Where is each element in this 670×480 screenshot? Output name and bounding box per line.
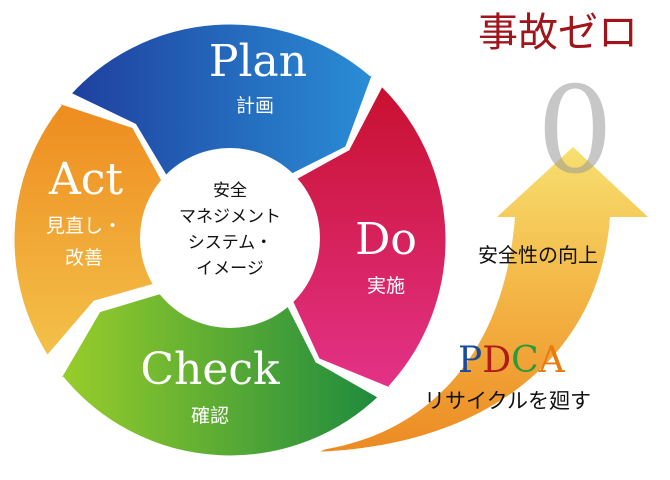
center-line-4: イメージ xyxy=(196,259,264,279)
cycle-segments xyxy=(9,19,451,461)
pdca-word: PDCA xyxy=(458,340,566,381)
center-line-2: マネジメント xyxy=(179,207,281,227)
check-sub: 確認 xyxy=(191,405,229,427)
center-line-3: システム・ xyxy=(188,233,273,253)
goal-title: 事故ゼロ xyxy=(478,10,638,56)
act-label: Act xyxy=(48,154,123,205)
pdca-caption: リサイクルを廻す xyxy=(424,389,591,413)
do-label: Do xyxy=(355,214,417,265)
pdca-p: P xyxy=(458,340,482,381)
act-sub-1: 見直し・ xyxy=(46,215,122,237)
pdca-d: D xyxy=(482,340,511,381)
check-label: Check xyxy=(140,344,280,395)
act-sub-2: 改善 xyxy=(65,247,103,269)
pdca-c: C xyxy=(511,340,539,381)
arrow-text: 安全性の向上 xyxy=(478,243,598,267)
do-sub: 実施 xyxy=(367,275,405,297)
pdca-a: A xyxy=(538,340,566,381)
zero-mark: 0 xyxy=(537,62,613,201)
plan-sub: 計画 xyxy=(236,95,274,117)
center-circle xyxy=(140,148,320,328)
plan-label: Plan xyxy=(209,36,307,87)
improvement-arrow xyxy=(305,147,648,452)
center-line-1: 安全 xyxy=(213,181,247,201)
